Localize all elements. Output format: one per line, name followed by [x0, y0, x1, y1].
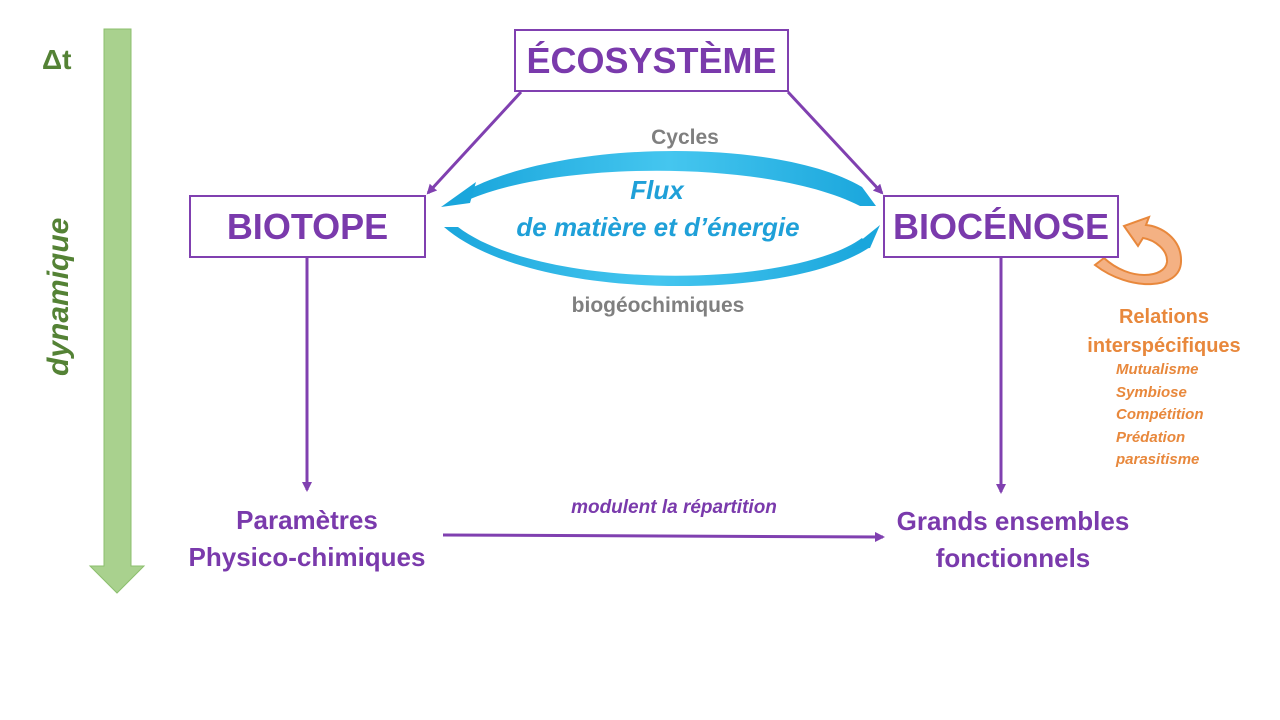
biocenose-box: BIOCÉNOSE — [883, 195, 1119, 258]
time-arrow — [88, 28, 146, 594]
relation-item-mutualisme: Mutualisme — [1116, 361, 1199, 378]
ecosysteme-box: ÉCOSYSTÈME — [514, 29, 789, 92]
grands-line1: Grands ensembles — [896, 506, 1130, 536]
cycle-arrow-bottom — [444, 227, 870, 287]
relations-title: Relations interspécifiques — [1074, 303, 1254, 361]
flux-label: Flux — [630, 175, 684, 205]
cycle-arrow-top — [462, 150, 876, 206]
grands-ensembles-label: Grands ensembles fonctionnels — [868, 503, 1158, 577]
cycle-arrowhead-right — [849, 225, 880, 250]
flux-subtitle: de matière et d’énergie — [516, 212, 800, 242]
cycle-arrowhead-left — [441, 182, 476, 207]
relations-list: Mutualisme Symbiose Compétition Prédatio… — [1116, 359, 1204, 472]
cycles-label: Cycles — [651, 126, 719, 149]
modulent-arrow — [442, 531, 885, 542]
relations-title-line1: Relations — [1118, 306, 1210, 328]
delta-t-label: Δt — [42, 44, 72, 75]
biotope-box: BIOTOPE — [189, 195, 426, 258]
grands-line2: fonctionnels — [935, 543, 1091, 573]
parametres-label: Paramètres Physico-chimiques — [157, 502, 457, 576]
ecosysteme-to-biotope-arrow — [426, 90, 523, 195]
ecosysteme-to-biocenose-arrow — [786, 90, 884, 195]
relations-curved-arrow — [1093, 215, 1183, 286]
relation-item-symbiose: Symbiose — [1116, 383, 1187, 401]
biogeochimiques-label: biogéochimiques — [571, 294, 745, 317]
parametres-line1: Paramètres — [236, 505, 378, 535]
relation-item-predation: Prédation — [1116, 428, 1186, 446]
dynamique-label: dynamique — [42, 217, 75, 376]
modulent-label: modulent la répartition — [571, 497, 777, 518]
relation-item-parasitisme: parasitisme — [1116, 451, 1200, 469]
parametres-line2: Physico-chimiques — [188, 542, 426, 572]
relations-title-line2: interspécifiques — [1087, 335, 1241, 357]
relation-item-competition: Compétition — [1116, 406, 1204, 424]
